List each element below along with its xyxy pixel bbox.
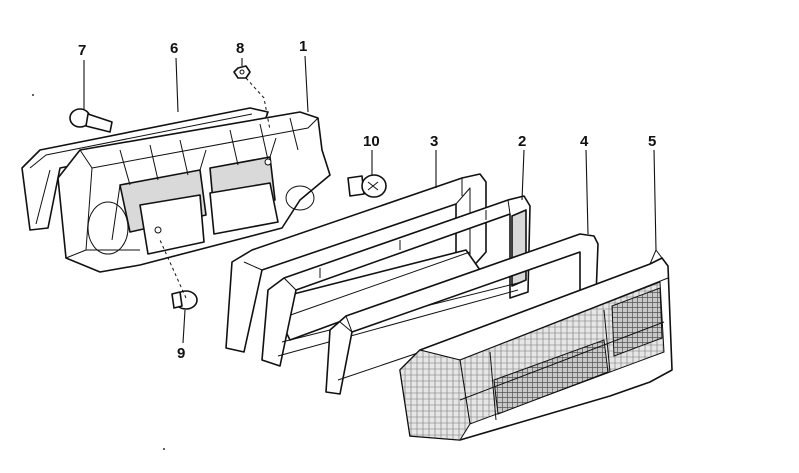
- part-number-1: 1: [299, 38, 307, 55]
- part-number-5: 5: [648, 133, 656, 150]
- part-number-labels: 7 6 8 1 10 3 2 4 5 9: [78, 38, 656, 362]
- nut-part: [233, 65, 251, 79]
- part-number-4: 4: [580, 133, 589, 150]
- bulb-part: [347, 174, 387, 198]
- part-number-3: 3: [430, 133, 438, 150]
- knob-part: [69, 108, 113, 133]
- leader-lines: [83, 55, 657, 344]
- part-number-8: 8: [236, 40, 244, 57]
- part-number-10: 10: [363, 133, 380, 150]
- lens-part: [399, 249, 673, 441]
- part-number-2: 2: [518, 133, 526, 150]
- part-number-7: 7: [78, 42, 86, 59]
- part-number-6: 6: [170, 40, 178, 57]
- small-bulb-part: [159, 239, 198, 310]
- part-number-9: 9: [177, 345, 185, 362]
- housing-part: [57, 111, 331, 273]
- outer-frame-part: [225, 173, 487, 353]
